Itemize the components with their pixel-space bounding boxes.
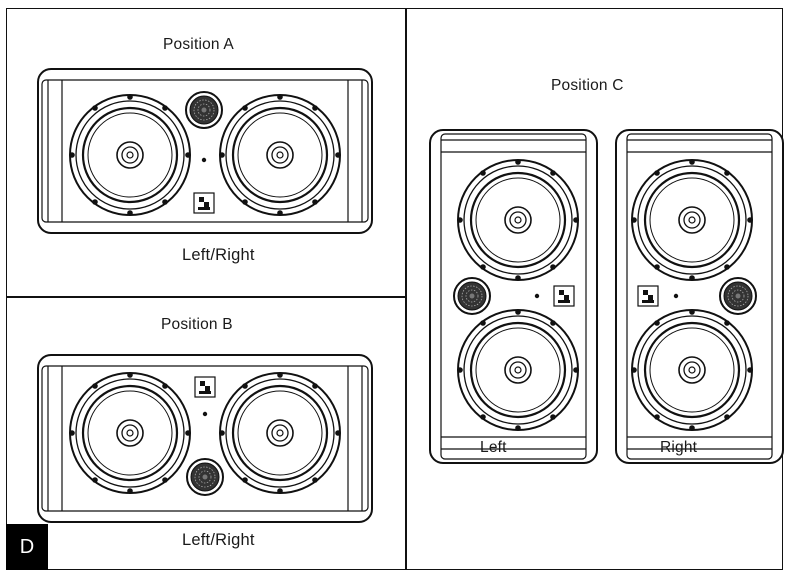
position-a-title: Position A — [163, 36, 234, 53]
woofer-icon — [218, 371, 342, 495]
tweeter-icon — [186, 458, 224, 496]
woofer-icon — [218, 93, 342, 217]
speaker-position-c-left — [429, 129, 598, 464]
position-c-right-caption: Right — [660, 439, 698, 456]
position-a-caption: Left/Right — [182, 246, 255, 264]
logo-badge-icon — [194, 376, 216, 398]
position-b-title: Position B — [161, 316, 233, 333]
led-dot-icon — [673, 293, 679, 299]
woofer-icon — [630, 158, 754, 282]
logo-badge-icon — [553, 285, 575, 307]
logo-badge-icon — [193, 192, 215, 214]
figure-badge: D — [6, 524, 48, 570]
divider-horizontal — [6, 296, 406, 298]
position-c-title: Position C — [551, 77, 624, 94]
speaker-position-b — [37, 354, 373, 523]
tweeter-icon — [719, 277, 757, 315]
divider-vertical — [405, 8, 407, 570]
logo-badge-icon — [637, 285, 659, 307]
led-dot-icon — [201, 157, 207, 163]
tweeter-icon — [185, 91, 223, 129]
speaker-position-a — [37, 68, 373, 234]
woofer-icon — [68, 371, 192, 495]
led-dot-icon — [534, 293, 540, 299]
woofer-icon — [456, 308, 580, 432]
woofer-icon — [68, 93, 192, 217]
woofer-icon — [456, 158, 580, 282]
speaker-position-c-right — [615, 129, 784, 464]
position-c-left-caption: Left — [480, 439, 507, 456]
led-dot-icon — [202, 411, 208, 417]
position-b-caption: Left/Right — [182, 531, 255, 549]
tweeter-icon — [453, 277, 491, 315]
woofer-icon — [630, 308, 754, 432]
